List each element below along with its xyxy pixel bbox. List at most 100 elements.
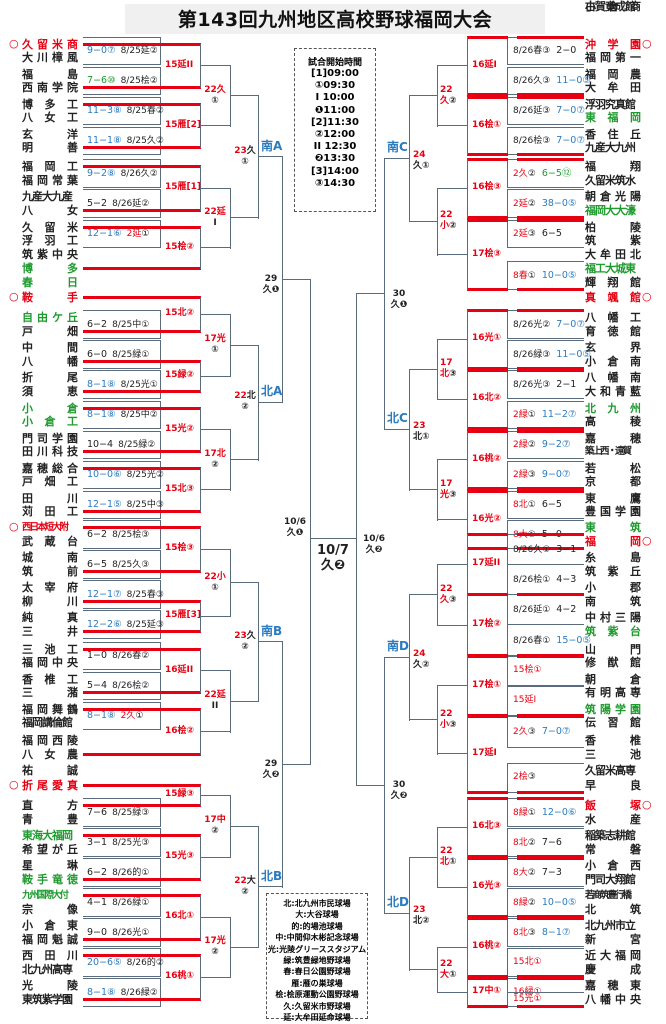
team-name[interactable]: 大牟田北 — [585, 247, 641, 261]
team-name[interactable]: 福岡舞鶴 — [22, 702, 78, 716]
team-name[interactable]: 八女 — [22, 203, 78, 217]
team-name[interactable]: 浮羽工 — [22, 233, 78, 247]
team-name[interactable]: 朝倉 — [585, 672, 641, 686]
team-name[interactable]: 大川樟風 — [22, 50, 78, 64]
team-name[interactable]: 三潴 — [22, 685, 78, 699]
team-name[interactable]: 福岡西陵 — [22, 733, 78, 747]
team-name[interactable]: 京都 — [585, 474, 641, 488]
team-name[interactable]: 大和青藍 — [585, 384, 641, 398]
team-name[interactable]: 真颯館 — [585, 290, 641, 304]
team-name[interactable]: 北筑 — [585, 902, 641, 916]
team-name[interactable]: 小郡 — [585, 580, 641, 594]
team-name[interactable]: 三井 — [22, 624, 78, 638]
team-name[interactable]: 鞍手竜徳 — [22, 872, 78, 886]
team-name[interactable]: 柏陵 — [585, 220, 641, 234]
team-name[interactable]: 八幡工 — [585, 310, 641, 324]
team-name[interactable]: 福岡講倫館 — [22, 715, 73, 729]
team-name[interactable]: 福翔 — [585, 159, 641, 173]
team-name[interactable]: 糸島 — [585, 550, 641, 564]
team-name[interactable]: 自由ケ丘 — [22, 310, 78, 324]
team-name[interactable]: 西南学院 — [22, 80, 78, 94]
team-name[interactable]: 八女農 — [22, 747, 78, 761]
team-name[interactable]: 東筑紫学園 — [22, 992, 73, 1006]
team-name[interactable]: 柳川 — [22, 594, 78, 608]
team-name[interactable]: 戸畑工 — [22, 474, 78, 488]
team-name[interactable]: 福工大城東 — [585, 261, 636, 275]
team-name[interactable]: 戸畑 — [22, 324, 78, 338]
team-name[interactable]: 小倉工 — [22, 414, 78, 428]
team-name[interactable]: 朝倉光陽 — [585, 189, 641, 203]
team-name[interactable]: 九産大九産 — [22, 189, 73, 203]
team-name[interactable]: 宗像 — [22, 902, 78, 916]
team-name[interactable]: 城南 — [22, 550, 78, 564]
team-name[interactable]: 早良 — [585, 778, 641, 792]
team-name[interactable]: 福島 — [22, 67, 78, 81]
team-name[interactable]: 太宰府 — [22, 580, 78, 594]
team-name[interactable]: 門司大翔館 — [585, 872, 636, 886]
team-name[interactable]: 小倉南 — [585, 354, 641, 368]
team-name[interactable]: 福岡常葉 — [22, 173, 78, 187]
team-name[interactable]: 八女工 — [22, 110, 78, 124]
team-name[interactable]: 希望が丘 — [22, 842, 78, 856]
team-name[interactable]: 大牟田 — [585, 80, 641, 94]
team-name[interactable]: 筑陽学園 — [585, 702, 641, 716]
team-name[interactable]: 常磐 — [585, 842, 641, 856]
team-name[interactable]: 豊国学園 — [585, 504, 641, 518]
team-name[interactable]: 近大福岡 — [585, 948, 641, 962]
team-name[interactable]: 筑紫中央 — [22, 247, 78, 261]
team-name[interactable]: 浮羽究真館 — [585, 97, 636, 111]
team-name[interactable]: 八幡 — [22, 354, 78, 368]
team-name[interactable]: 須恵 — [22, 384, 78, 398]
team-name[interactable]: 博多工 — [22, 97, 78, 111]
team-name[interactable]: 香椎 — [585, 733, 641, 747]
team-name[interactable]: 九州国際大付 — [22, 889, 69, 901]
team-name[interactable]: 古賀竟成館 — [585, 0, 636, 13]
team-name[interactable]: 玄界 — [585, 340, 641, 354]
team-name[interactable]: 玄洋 — [22, 127, 78, 141]
team-name[interactable]: 三池 — [585, 747, 641, 761]
team-name[interactable]: 福岡中央 — [22, 655, 78, 669]
team-name[interactable]: 飯塚 — [585, 798, 641, 812]
team-name[interactable]: 嘉穂東 — [585, 978, 641, 992]
team-name[interactable]: 築上西・遠賀 — [585, 445, 632, 457]
team-name[interactable]: 八幡中央 — [585, 992, 641, 1006]
team-name[interactable]: 青豊 — [22, 812, 78, 826]
team-name[interactable]: 東海大福岡 — [22, 828, 73, 842]
team-name[interactable]: 山門 — [585, 642, 641, 656]
team-name[interactable]: 西田川 — [22, 948, 78, 962]
team-name[interactable]: 小倉 — [22, 401, 78, 415]
team-name[interactable]: 新宮 — [585, 932, 641, 946]
team-name[interactable]: 稲築志耕館 — [585, 828, 636, 842]
team-name[interactable]: 小倉東 — [22, 918, 78, 932]
team-name[interactable]: 直方 — [22, 798, 78, 812]
team-name[interactable]: 苅田工 — [22, 504, 78, 518]
team-name[interactable]: 東福岡 — [585, 110, 641, 124]
team-name[interactable]: 香住丘 — [585, 127, 641, 141]
team-name[interactable]: 小倉商 — [585, 0, 641, 13]
team-name[interactable]: 田川科技 — [22, 444, 78, 458]
team-name[interactable]: 純真 — [22, 610, 78, 624]
team-name[interactable]: 久留米 — [22, 220, 78, 234]
team-name[interactable]: 折尾愛真 — [22, 778, 78, 792]
team-name[interactable]: 筑紫 — [585, 233, 641, 247]
team-name[interactable]: 九産大九州 — [585, 140, 636, 154]
team-name[interactable]: 中間 — [22, 340, 78, 354]
team-name[interactable]: 福岡第一 — [585, 50, 641, 64]
team-name[interactable]: 博多 — [22, 261, 78, 275]
team-name[interactable]: 西日本短大附 — [22, 521, 69, 533]
team-name[interactable]: 高稜 — [585, 414, 641, 428]
team-name[interactable]: 北九州市立 — [585, 918, 636, 932]
team-name[interactable]: 嘉穂総合 — [22, 461, 78, 475]
team-name[interactable]: 福岡大大濠 — [585, 203, 636, 217]
team-name[interactable]: 若商筑豊行橋 — [585, 889, 632, 901]
team-name[interactable]: 門司学園 — [22, 431, 78, 445]
team-name[interactable]: 香椎工 — [22, 672, 78, 686]
team-name[interactable]: 福岡農 — [585, 67, 641, 81]
team-name[interactable]: 福岡工 — [22, 159, 78, 173]
team-name[interactable]: 明善 — [22, 140, 78, 154]
team-name[interactable]: 北九州高専 — [22, 962, 73, 976]
team-name[interactable]: 筑紫台 — [585, 624, 641, 638]
team-name[interactable]: 久留米筑水 — [585, 173, 636, 187]
team-name[interactable]: 慶成 — [585, 962, 641, 976]
team-name[interactable]: 東筑 — [585, 520, 641, 534]
